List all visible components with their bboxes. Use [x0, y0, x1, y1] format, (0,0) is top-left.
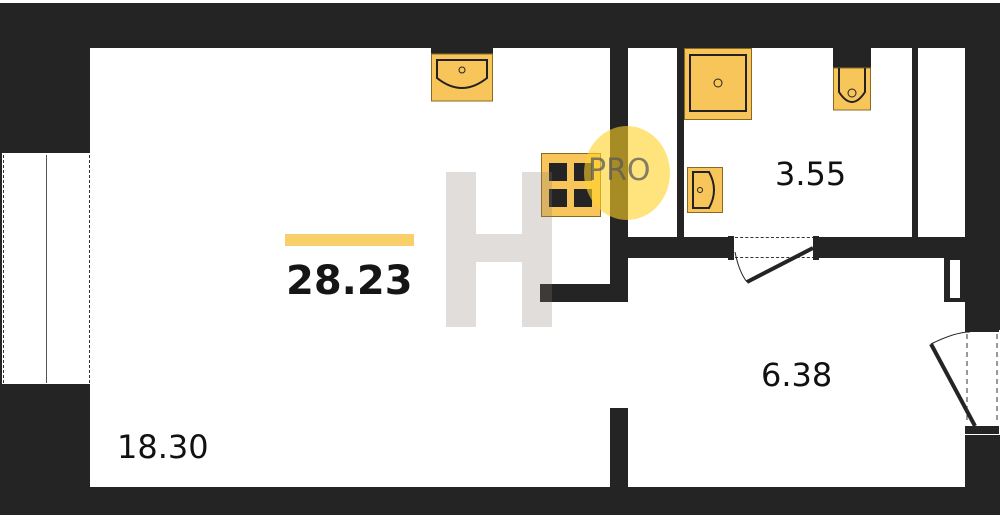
bathroom-door-opening — [730, 236, 818, 259]
window-line — [89, 155, 90, 383]
wall-stub — [540, 284, 612, 302]
door-threshold — [735, 257, 815, 258]
window-sill — [2, 384, 90, 389]
window-sill — [2, 148, 90, 153]
toilet-icon — [833, 48, 871, 111]
door-threshold — [735, 237, 815, 238]
hallway — [628, 258, 965, 487]
total-area-bar — [285, 234, 414, 246]
watermark-text: PRO — [588, 153, 651, 188]
hallway-niche — [950, 260, 960, 298]
bathroom-sink-icon — [687, 167, 723, 213]
watermark-h — [446, 172, 552, 327]
living-room-area: 18.30 — [117, 428, 209, 466]
window-pane — [46, 155, 47, 383]
living-doorway — [608, 302, 630, 408]
total-area: 28.23 — [286, 258, 413, 304]
bathroom-door[interactable] — [725, 232, 825, 292]
bathroom-area: 3.55 — [775, 155, 847, 193]
kitchen-sink-icon — [431, 48, 493, 102]
shaft — [918, 48, 965, 237]
living-room — [90, 48, 610, 487]
hallway-area: 6.38 — [761, 356, 833, 394]
window-line — [3, 155, 4, 383]
entrance-door[interactable] — [925, 322, 1000, 440]
shower-icon — [684, 48, 752, 120]
watermark-logo — [584, 126, 670, 220]
